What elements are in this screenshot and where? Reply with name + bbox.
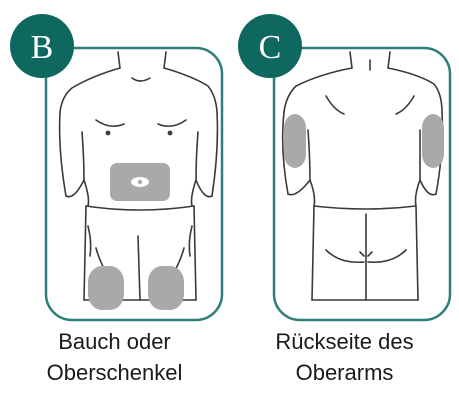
right-upper-arm-zone (422, 114, 444, 168)
caption-abdomen-thigh: Bauch oder Oberschenkel (0, 326, 229, 388)
left-thigh-zone (88, 266, 124, 310)
caption-upper-arm: Rückseite des Oberarms (230, 326, 459, 388)
caption-line-1: Rückseite des (230, 326, 459, 357)
back-body-illustration: C (230, 0, 459, 330)
badge-c: C (238, 14, 302, 78)
caption-line-1: Bauch oder (0, 326, 229, 357)
injection-zones-front (88, 163, 184, 310)
badge-b: B (10, 14, 74, 78)
panel-frame (274, 48, 450, 320)
left-upper-arm-zone (284, 114, 306, 168)
caption-line-2: Oberschenkel (0, 357, 229, 388)
back-body-outline (283, 52, 443, 300)
front-body-illustration: B (0, 0, 229, 330)
right-thigh-zone (148, 266, 184, 310)
badge-letter: C (259, 29, 282, 66)
badge-letter: B (31, 29, 54, 66)
caption-line-2: Oberarms (230, 357, 459, 388)
panel-abdomen-thigh: B Bauch oder Oberschenkel (0, 0, 229, 401)
panel-upper-arm-back: C Rückseite des Oberarms (230, 0, 459, 401)
